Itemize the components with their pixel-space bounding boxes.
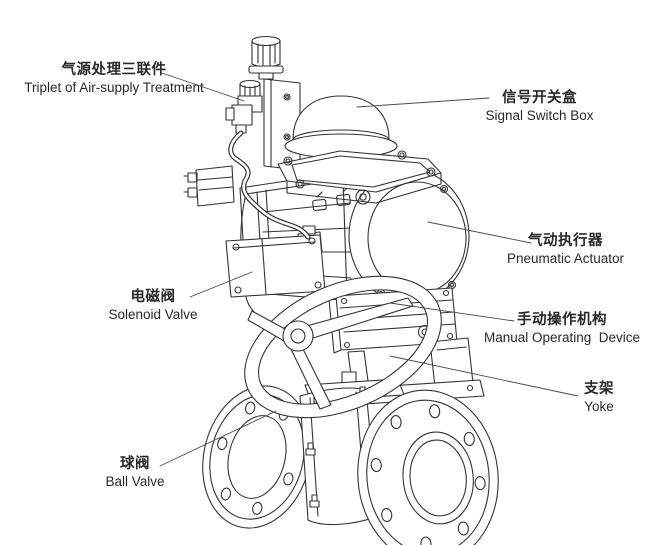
label-pneumatic-actuator: 气动执行器 Pneumatic Actuator — [478, 233, 647, 267]
leader-manual-operating-device — [389, 302, 515, 322]
label-solenoid-valve-zh: 电磁阀 — [130, 289, 176, 305]
label-yoke: 支架 Yoke — [558, 381, 640, 415]
ball-valve-right-flange — [357, 389, 499, 545]
label-pneumatic-actuator-en: Pneumatic Actuator — [506, 251, 625, 266]
leader-yoke — [389, 355, 579, 397]
handwheel-drawing — [244, 275, 442, 419]
label-yoke-zh: 支架 — [584, 381, 614, 397]
leader-lines — [159, 72, 579, 467]
leader-air-treatment — [161, 72, 245, 102]
leader-solenoid-valve — [189, 271, 253, 298]
label-manual-operating-device-zh: 手动操作机构 — [517, 312, 607, 328]
label-air-treatment-zh: 气源处理三联件 — [61, 62, 167, 78]
handwheel-hub — [282, 320, 314, 352]
label-pneumatic-actuator-zh: 气动执行器 — [528, 233, 603, 249]
label-manual-operating-device-en: Manual Operating Device — [483, 330, 641, 345]
label-solenoid-valve: 电磁阀 Solenoid Valve — [65, 289, 241, 323]
label-air-treatment-en: Triplet of Air-supply Treatment — [24, 80, 204, 95]
signal-switch-box-drawing — [277, 95, 442, 205]
label-air-treatment: 气源处理三联件 Triplet of Air-supply Treatment — [18, 62, 210, 96]
label-ball-valve-zh: 球阀 — [120, 456, 150, 472]
leader-signal-switch-box — [356, 97, 490, 108]
label-yoke-en: Yoke — [584, 399, 614, 414]
label-signal-switch-box: 信号开关盒 Signal Switch Box — [452, 90, 627, 124]
label-manual-operating-device: 手动操作机构 Manual Operating Device — [468, 312, 647, 346]
leader-ball-valve — [159, 410, 277, 467]
leader-pneumatic-actuator — [427, 221, 532, 244]
label-signal-switch-box-zh: 信号开关盒 — [502, 90, 577, 106]
label-ball-valve-en: Ball Valve — [105, 474, 165, 489]
switch-box-dome — [292, 95, 390, 141]
label-signal-switch-box-en: Signal Switch Box — [485, 108, 594, 123]
label-solenoid-valve-en: Solenoid Valve — [108, 307, 198, 322]
label-ball-valve: 球阀 Ball Valve — [55, 456, 215, 490]
air-hose-drawing — [228, 130, 311, 240]
